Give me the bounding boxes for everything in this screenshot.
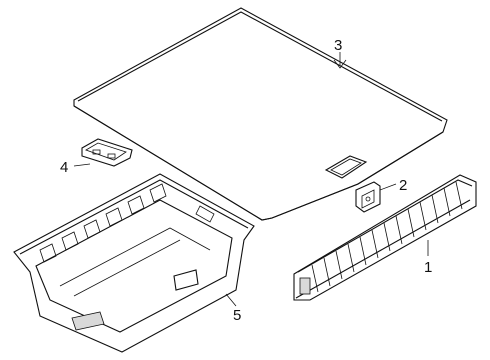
load-floor-cover (73, 7, 448, 221)
callout-2: 2 (399, 177, 407, 194)
callout-3: 3 (334, 37, 342, 54)
hook-part (355, 181, 381, 213)
callout-1: 1 (424, 259, 432, 276)
storage-tray (13, 173, 255, 353)
leader-lines (73, 52, 429, 307)
bracket-part (81, 138, 133, 167)
callout-4: 4 (60, 159, 68, 176)
side-trim-panel (293, 174, 477, 301)
callout-5: 5 (233, 307, 241, 324)
